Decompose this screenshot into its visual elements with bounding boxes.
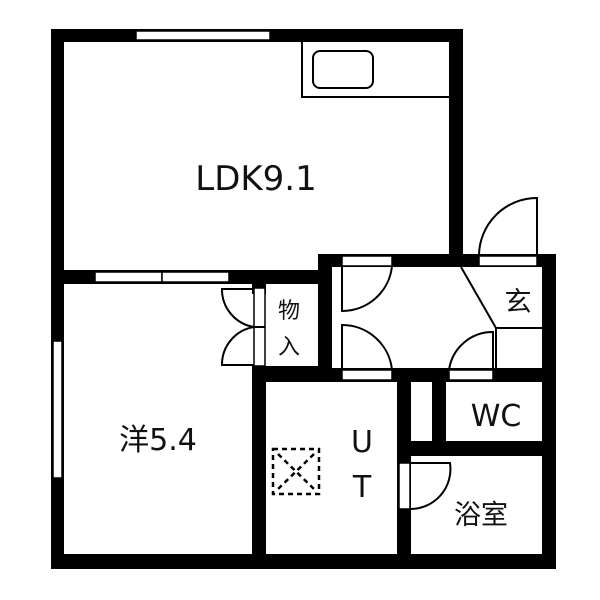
bath-door[interactable] [409, 462, 452, 511]
wall-bottom [51, 554, 556, 569]
utility-room: U T [271, 425, 373, 505]
wall-wc-bottom [397, 441, 556, 456]
wall-hall-left [318, 254, 332, 382]
entrance-door[interactable] [478, 196, 538, 257]
toilet-room: WC [471, 399, 522, 434]
sliding-panel-2 [161, 271, 230, 283]
window-ldk-top [135, 30, 271, 41]
entrance-label: 玄 [505, 287, 532, 318]
kitchen-counter [301, 42, 449, 98]
storage-door-arc-lower[interactable] [220, 326, 255, 366]
storage-closet: 物 入 [220, 270, 332, 367]
wall-right [542, 254, 556, 569]
kitchen [301, 42, 449, 98]
window-western-left [52, 340, 63, 479]
washer-space-x1 [277, 453, 315, 490]
bathroom: 浴室 [398, 462, 508, 531]
storage-label-2: 入 [278, 335, 300, 360]
door-ldk[interactable] [341, 265, 393, 313]
western-room-label: 洋5.4 [119, 423, 197, 458]
wall-shaft [432, 368, 446, 448]
entrance: 玄 [460, 196, 542, 368]
ut-label-1: U [351, 425, 373, 460]
door-frame-wc [448, 369, 494, 381]
wall-left [51, 29, 64, 569]
windows [52, 30, 271, 479]
storage-door-arc-upper[interactable] [220, 288, 255, 328]
wc-label: WC [471, 399, 522, 434]
wall-ldk-right [449, 29, 463, 259]
sliding-door-ldk-western[interactable] [94, 271, 230, 283]
sliding-panel-1 [94, 271, 163, 283]
wall-western-right [252, 366, 266, 566]
bath-door-frame [398, 462, 411, 510]
hallway-doors [341, 255, 494, 381]
sink-icon [312, 50, 374, 89]
door-wc[interactable] [448, 330, 494, 371]
entrance-door-frame [478, 255, 538, 267]
ldk-label: LDK9.1 [195, 159, 317, 199]
door-frame-ldk [341, 255, 393, 267]
wall-storage-top [229, 270, 332, 284]
washer-space-icon [271, 447, 321, 496]
bath-label: 浴室 [454, 500, 508, 531]
door-western[interactable] [341, 323, 393, 371]
storage-label-1: 物 [278, 299, 300, 324]
door-frame-western [341, 369, 393, 381]
entrance-step-diagonal [460, 266, 497, 329]
washer-space-x2 [277, 453, 315, 490]
ut-label-2: T [352, 470, 372, 505]
